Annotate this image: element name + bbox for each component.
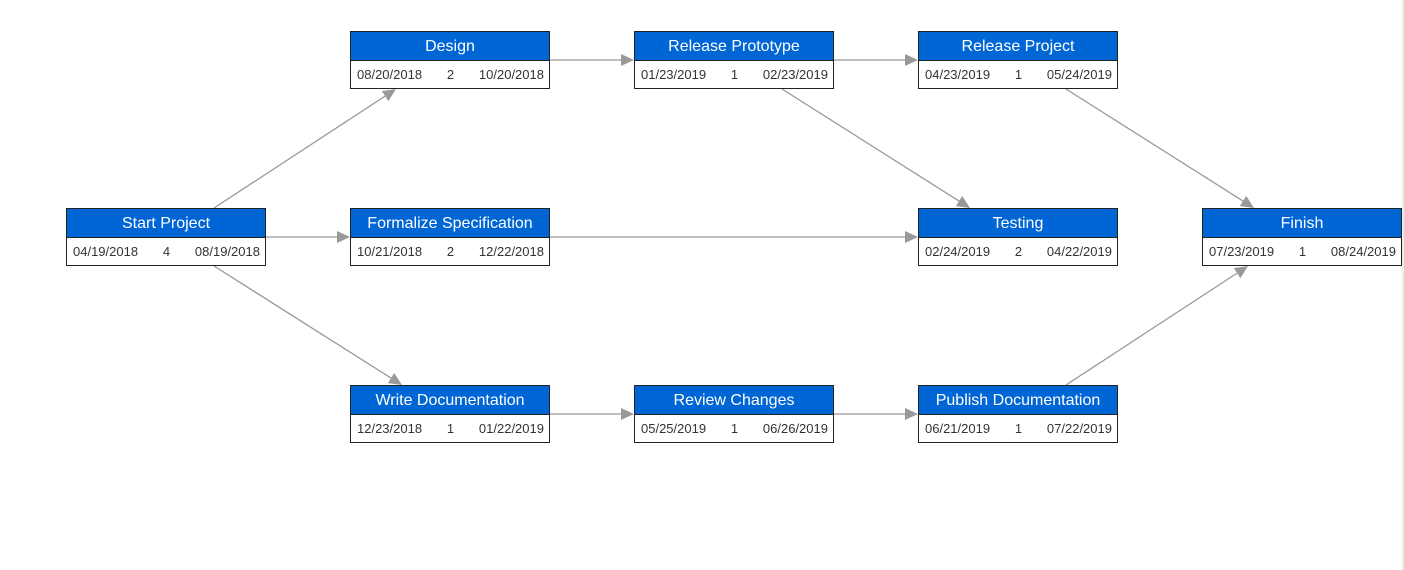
edge-arrow	[781, 88, 970, 208]
edge-arrowhead	[905, 408, 918, 420]
node-details: 08/20/2018 2 10/20/2018	[351, 61, 549, 88]
edge-arrow	[213, 89, 396, 209]
node-end-date: 01/22/2019	[478, 421, 544, 436]
node-details: 04/19/2018 4 08/19/2018	[67, 238, 265, 265]
node-title: Testing	[919, 209, 1117, 238]
node-title: Start Project	[67, 209, 265, 238]
node-release-prototype[interactable]: Release Prototype 01/23/2019 1 02/23/201…	[634, 31, 834, 89]
node-formalize-specification[interactable]: Formalize Specification 10/21/2018 2 12/…	[350, 208, 550, 266]
node-duration: 1	[446, 421, 455, 436]
edge-arrow	[213, 265, 402, 385]
node-start-date: 10/21/2018	[357, 244, 423, 259]
node-end-date: 08/24/2019	[1330, 244, 1396, 259]
node-start-date: 05/25/2019	[641, 421, 707, 436]
node-title: Finish	[1203, 209, 1401, 238]
node-start-date: 08/20/2018	[357, 67, 423, 82]
node-end-date: 02/23/2019	[762, 67, 828, 82]
node-title: Publish Documentation	[919, 386, 1117, 415]
node-end-date: 07/22/2019	[1046, 421, 1112, 436]
node-title: Formalize Specification	[351, 209, 549, 238]
node-start-date: 04/23/2019	[925, 67, 991, 82]
edge-arrowhead	[1233, 266, 1248, 279]
canvas-right-border	[1402, 0, 1404, 570]
node-write-documentation[interactable]: Write Documentation 12/23/2018 1 01/22/2…	[350, 385, 550, 443]
node-title: Review Changes	[635, 386, 833, 415]
node-start-date: 01/23/2019	[641, 67, 707, 82]
node-finish[interactable]: Finish 07/23/2019 1 08/24/2019	[1202, 208, 1402, 266]
node-publish-documentation[interactable]: Publish Documentation 06/21/2019 1 07/22…	[918, 385, 1118, 443]
edge-arrowhead	[905, 231, 918, 243]
edge-arrow	[834, 54, 918, 66]
node-duration: 2	[446, 244, 455, 259]
edge-arrowhead	[905, 54, 918, 66]
edge-arrow	[550, 408, 634, 420]
node-title: Write Documentation	[351, 386, 549, 415]
edge-arrowhead	[621, 54, 634, 66]
edge-arrow	[1065, 88, 1254, 208]
node-design[interactable]: Design 08/20/2018 2 10/20/2018	[350, 31, 550, 89]
edge-arrow	[550, 54, 634, 66]
node-start-date: 12/23/2018	[357, 421, 423, 436]
edge-arrowhead	[621, 408, 634, 420]
node-title: Release Project	[919, 32, 1117, 61]
node-start-project[interactable]: Start Project 04/19/2018 4 08/19/2018	[66, 208, 266, 266]
node-details: 10/21/2018 2 12/22/2018	[351, 238, 549, 265]
node-start-date: 02/24/2019	[925, 244, 991, 259]
node-details: 06/21/2019 1 07/22/2019	[919, 415, 1117, 442]
node-details: 04/23/2019 1 05/24/2019	[919, 61, 1117, 88]
node-title: Release Prototype	[635, 32, 833, 61]
edge-arrowhead	[1239, 195, 1254, 208]
node-title: Design	[351, 32, 549, 61]
edge-arrowhead	[955, 195, 970, 208]
node-review-changes[interactable]: Review Changes 05/25/2019 1 06/26/2019	[634, 385, 834, 443]
node-duration: 2	[446, 67, 455, 82]
node-start-date: 04/19/2018	[73, 244, 139, 259]
edge-arrowhead	[381, 89, 396, 102]
edge-arrow	[550, 231, 918, 243]
node-duration: 1	[1014, 421, 1023, 436]
node-details: 02/24/2019 2 04/22/2019	[919, 238, 1117, 265]
node-end-date: 08/19/2018	[194, 244, 260, 259]
node-end-date: 10/20/2018	[478, 67, 544, 82]
edge-line	[213, 95, 386, 209]
node-duration: 1	[1298, 244, 1307, 259]
edge-line	[1065, 272, 1238, 386]
edge-line	[1065, 88, 1244, 202]
edge-arrow	[266, 231, 350, 243]
node-end-date: 06/26/2019	[762, 421, 828, 436]
node-release-project[interactable]: Release Project 04/23/2019 1 05/24/2019	[918, 31, 1118, 89]
node-start-date: 06/21/2019	[925, 421, 991, 436]
edge-arrow	[834, 408, 918, 420]
node-details: 12/23/2018 1 01/22/2019	[351, 415, 549, 442]
node-testing[interactable]: Testing 02/24/2019 2 04/22/2019	[918, 208, 1118, 266]
node-start-date: 07/23/2019	[1209, 244, 1275, 259]
node-end-date: 12/22/2018	[478, 244, 544, 259]
edge-line	[213, 265, 392, 379]
edge-arrowhead	[337, 231, 350, 243]
node-details: 01/23/2019 1 02/23/2019	[635, 61, 833, 88]
edge-arrow	[1065, 266, 1248, 386]
node-duration: 2	[1014, 244, 1023, 259]
edge-arrowhead	[387, 372, 402, 385]
edge-line	[781, 88, 960, 202]
node-duration: 1	[730, 421, 739, 436]
node-end-date: 05/24/2019	[1046, 67, 1112, 82]
node-end-date: 04/22/2019	[1046, 244, 1112, 259]
node-details: 05/25/2019 1 06/26/2019	[635, 415, 833, 442]
node-duration: 1	[1014, 67, 1023, 82]
node-duration: 1	[730, 67, 739, 82]
node-details: 07/23/2019 1 08/24/2019	[1203, 238, 1401, 265]
node-duration: 4	[162, 244, 171, 259]
